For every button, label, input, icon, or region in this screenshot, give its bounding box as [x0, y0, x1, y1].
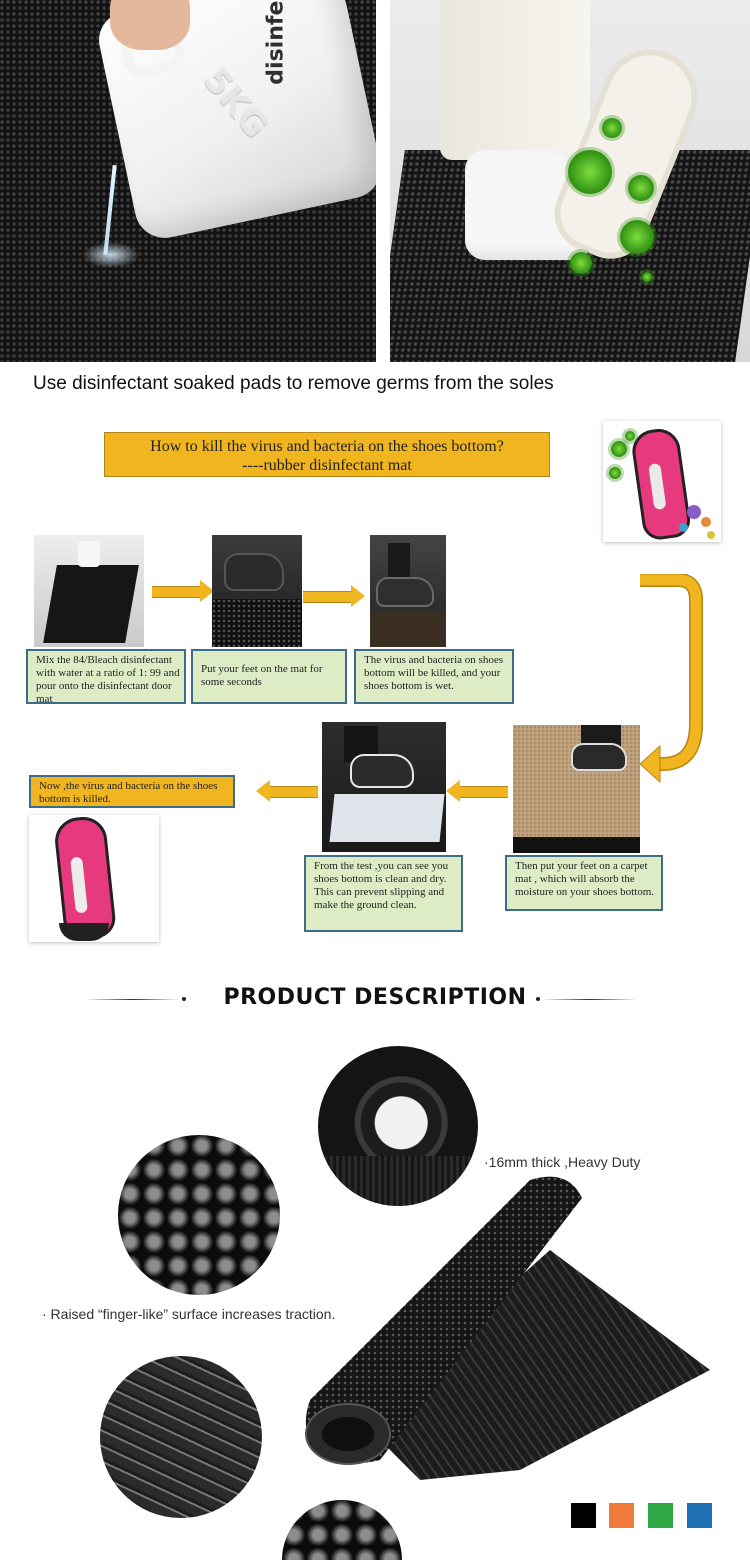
- step1-mat: [43, 565, 139, 643]
- trouser-leg: [440, 0, 590, 160]
- step2-text: Put your feet on the mat for some second…: [191, 649, 347, 704]
- step3-text: The virus and bacteria on shoes bottom w…: [354, 649, 514, 704]
- arrow-left-icon: [256, 780, 318, 802]
- germ-covered-sole-image: [603, 421, 721, 542]
- pouring-disinfectant-photo: 5KG disinfectant: [0, 0, 376, 362]
- shoe-on-mat-photo: [390, 0, 750, 362]
- virus-icon: [611, 441, 627, 457]
- color-swatch-blue[interactable]: [687, 1503, 712, 1528]
- clean-sole-image: [29, 815, 159, 942]
- infographic-title-line1: How to kill the virus and bacteria on th…: [150, 438, 504, 455]
- step3-floor: [370, 611, 446, 647]
- virus-icon: [609, 467, 621, 479]
- mat-edge-texture: [318, 1156, 478, 1206]
- sole-heel: [59, 923, 109, 941]
- step4-mat-edge: [513, 837, 640, 853]
- rolled-mat-closeup: [318, 1046, 478, 1206]
- knob-texture-fragment: [282, 1500, 402, 1560]
- virus-icon: [625, 431, 635, 441]
- ribbed-back-closeup: [100, 1356, 262, 1518]
- arrow-left-icon: [446, 780, 508, 802]
- color-swatch-black[interactable]: [571, 1503, 596, 1528]
- step1-bottle: [78, 541, 100, 567]
- color-swatch-green[interactable]: [648, 1503, 673, 1528]
- step2-photo: [212, 535, 302, 647]
- hand: [110, 0, 190, 50]
- step6-text: Now ,the virus and bacteria on the shoes…: [29, 775, 235, 808]
- step5-text: From the test ,you can see you shoes bot…: [304, 855, 463, 932]
- step3-photo: [370, 535, 446, 647]
- step4-sneaker: [573, 745, 625, 769]
- heading-divider-right: [542, 999, 637, 1000]
- traction-feature-label: · Raised “finger-like” surface increases…: [42, 1306, 336, 1322]
- heading-dot-right: [536, 997, 540, 1001]
- step4-text: Then put your feet on a carpet mat , whi…: [505, 855, 663, 911]
- bacteria-icon: [679, 523, 688, 532]
- heading-divider-left: [85, 999, 180, 1000]
- step4-photo: [513, 725, 640, 853]
- thickness-feature-label: ·16mm thick ,Heavy Duty: [484, 1154, 641, 1170]
- virus-icon: [602, 118, 622, 138]
- infographic-title-line2: ----rubber disinfectant mat: [242, 457, 412, 474]
- virus-icon: [568, 150, 612, 194]
- jug-label-text: disinfectant: [263, 0, 289, 85]
- color-swatch-orange[interactable]: [609, 1503, 634, 1528]
- curved-arrow-icon: [640, 574, 703, 784]
- step1-photo: [34, 535, 144, 647]
- step1-text: Mix the 84/Bleach disinfectant with wate…: [26, 649, 186, 705]
- step2-sneaker: [226, 555, 282, 589]
- step3-sneaker: [378, 579, 432, 605]
- arrow-right-icon: [152, 580, 214, 602]
- step5-paper: [329, 794, 445, 842]
- step3-leg: [388, 543, 410, 583]
- step2-mat: [212, 599, 302, 647]
- rolled-mat-product-image: [305, 1176, 710, 1480]
- photo-caption: Use disinfectant soaked pads to remove g…: [33, 373, 554, 394]
- step5-photo: [322, 722, 446, 852]
- arrow-right-icon: [303, 585, 365, 607]
- raised-knobs-closeup: [118, 1135, 280, 1295]
- virus-icon: [642, 272, 652, 282]
- liquid-splash: [82, 242, 140, 268]
- virus-icon: [620, 220, 654, 254]
- mat-flat-section: [360, 1250, 710, 1480]
- bacteria-icon: [687, 505, 701, 519]
- virus-icon: [628, 175, 654, 201]
- step5-sneaker: [352, 756, 412, 786]
- bacteria-icon: [701, 517, 711, 527]
- heading-dot-left: [182, 997, 186, 1001]
- infographic-title: How to kill the virus and bacteria on th…: [104, 432, 550, 477]
- bacteria-icon: [707, 531, 715, 539]
- product-description-heading: PRODUCT DESCRIPTION: [223, 985, 527, 1010]
- virus-icon: [570, 252, 592, 274]
